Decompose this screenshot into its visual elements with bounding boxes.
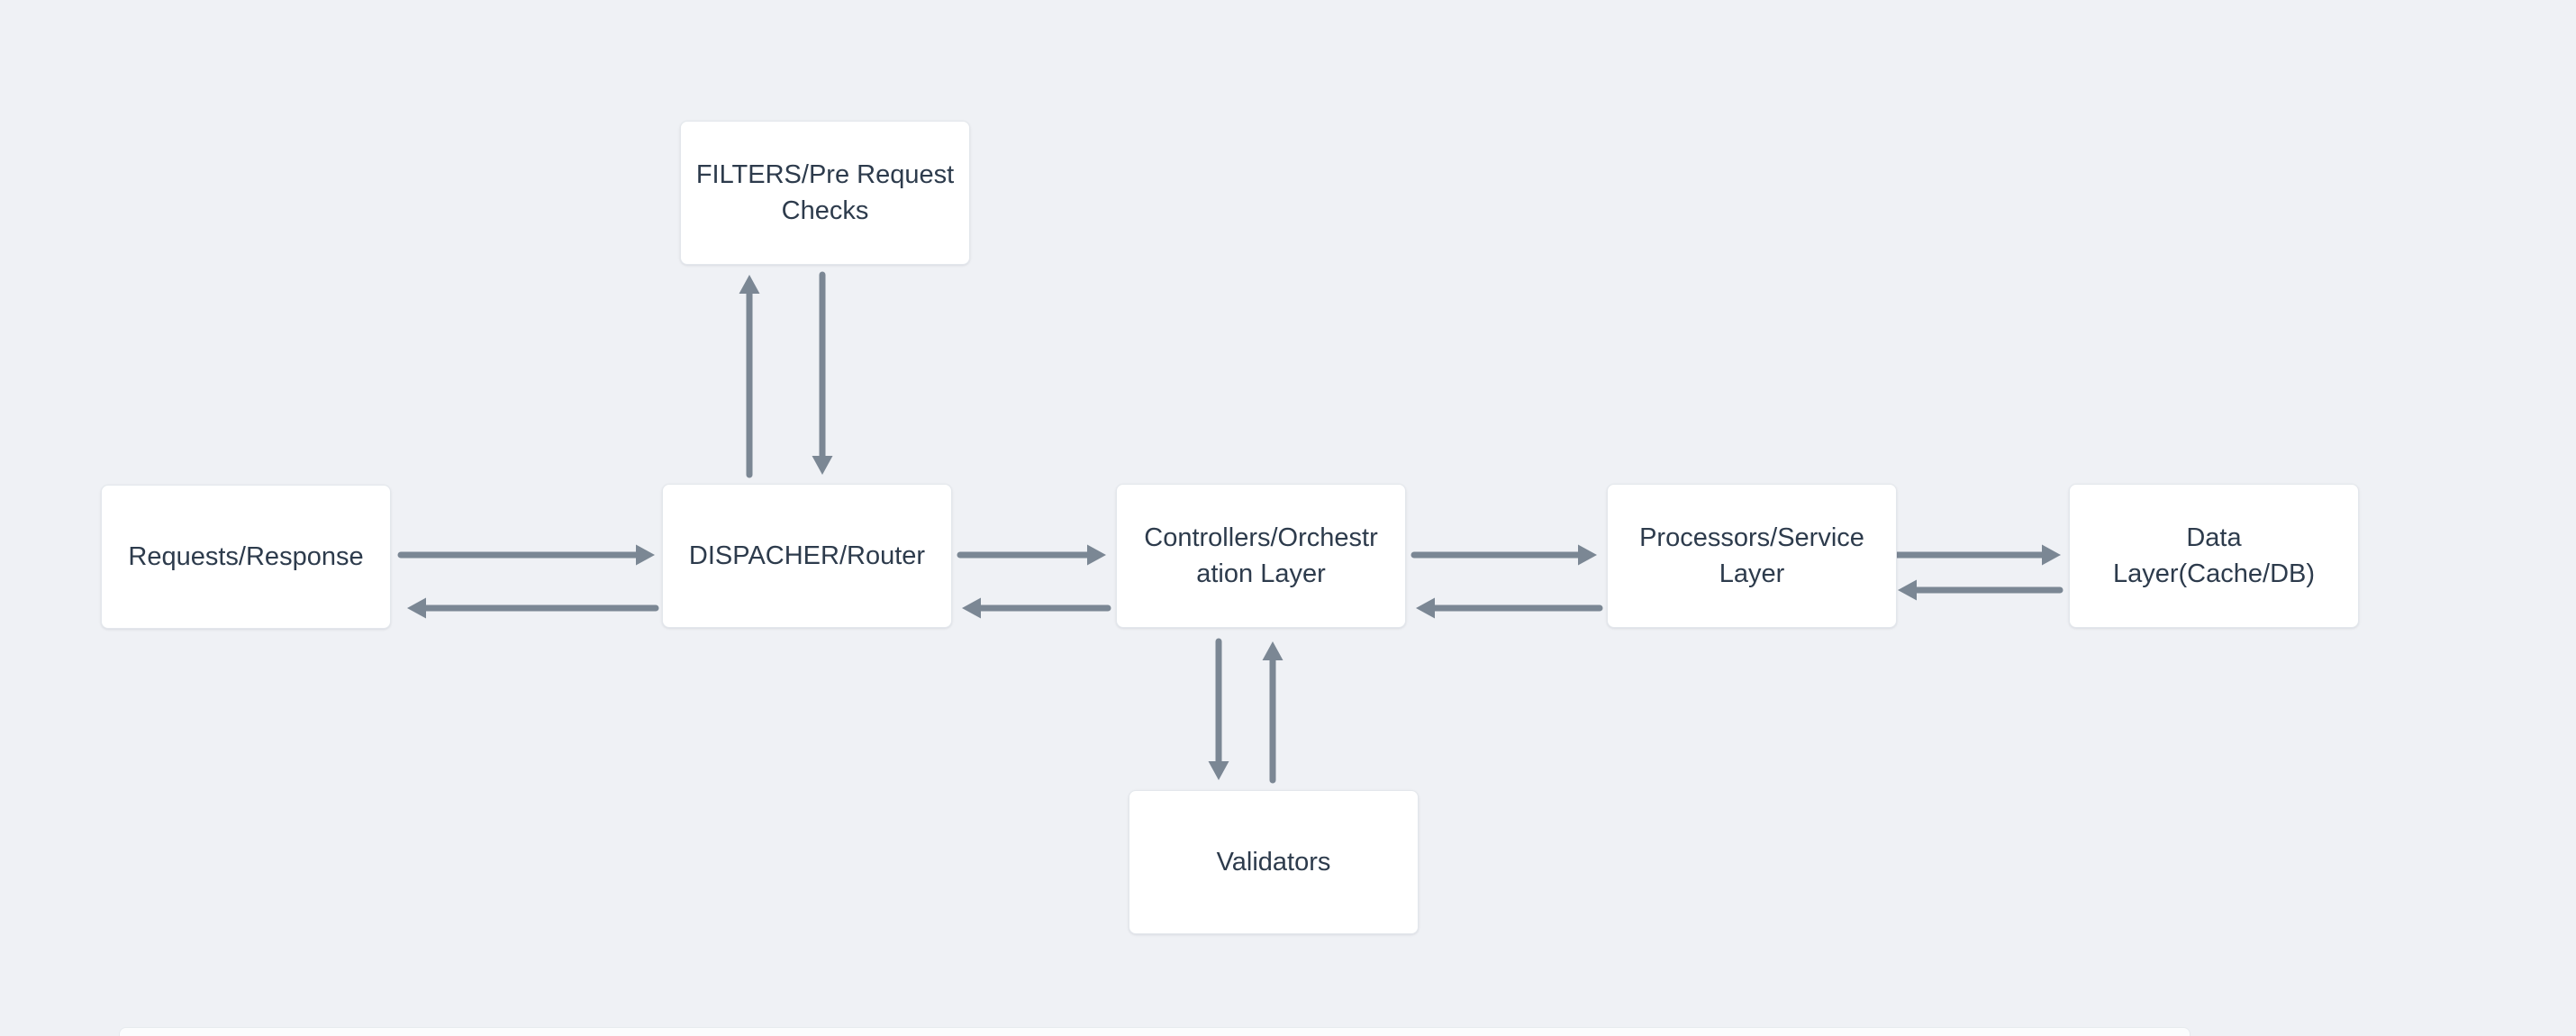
bottom-edge-card — [119, 1027, 2191, 1036]
node-requests-response: Requests/Response — [101, 485, 391, 629]
node-dispatcher-router: DISPACHER/Router — [662, 484, 952, 628]
arrow-processors-service-layer-to-controllers-orchestration-layer — [1416, 597, 1603, 619]
node-label: Data — [2186, 523, 2242, 552]
arrow-validators-to-controllers-orchestration-layer — [1262, 641, 1283, 784]
node-label: DISPACHER/Router — [688, 541, 926, 570]
node-label: Validators — [1216, 848, 1331, 877]
arrow-controllers-orchestration-layer-to-validators — [1208, 638, 1229, 780]
node-label: Layer — [1719, 559, 1785, 588]
arrow-filters-pre-request-checks-to-dispatcher-router — [812, 271, 833, 475]
arrow-processors-service-layer-to-data-layer — [1892, 544, 2061, 566]
node-label: Layer(Cache/DB) — [2112, 559, 2316, 588]
node-label: Requests/Response — [128, 542, 364, 571]
arrow-controllers-orchestration-layer-to-processors-service-layer — [1410, 544, 1597, 566]
arrow-dispatcher-router-to-requests-response — [407, 597, 659, 619]
arrow-dispatcher-router-to-controllers-orchestration-layer — [957, 544, 1106, 566]
arrow-requests-response-to-dispatcher-router — [397, 544, 655, 566]
node-label: Checks — [781, 196, 869, 225]
arrow-controllers-orchestration-layer-to-dispatcher-router — [962, 597, 1111, 619]
arrow-dispatcher-router-to-filters-pre-request-checks — [739, 275, 760, 478]
node-label: Processors/Service — [1639, 523, 1864, 552]
node-label: Controllers/Orchestr — [1144, 523, 1378, 552]
node-controllers-orchestration-layer: Controllers/Orchestr ation Layer — [1116, 484, 1406, 628]
arrow-data-layer-to-processors-service-layer — [1898, 579, 2064, 601]
node-validators: Validators — [1129, 790, 1419, 934]
node-label: ation Layer — [1196, 559, 1326, 588]
node-label: FILTERS/Pre Request — [695, 160, 955, 189]
